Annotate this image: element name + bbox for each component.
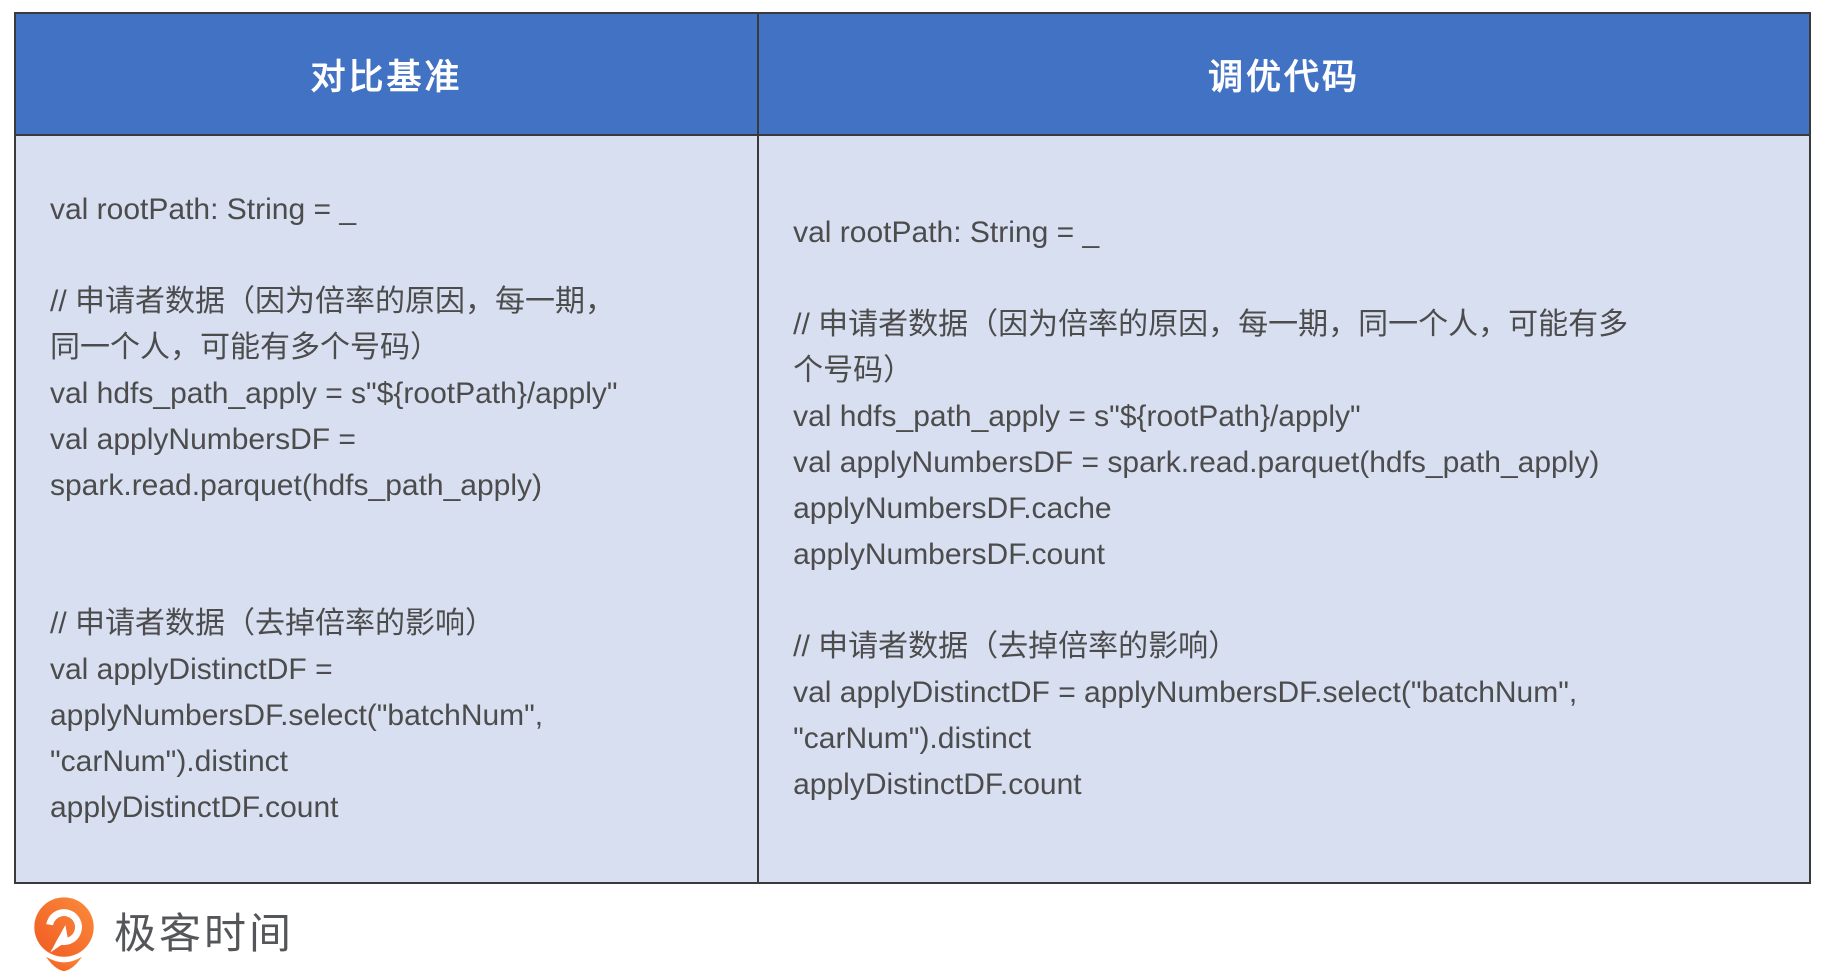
table-header-row: 对比基准 调优代码 (13, 12, 1811, 136)
table-body-row: val rootPath: String = _ // 申请者数据（因为倍率的原… (13, 134, 1811, 884)
geektime-logo-icon (28, 896, 100, 972)
tuned-code-cell: val rootPath: String = _ // 申请者数据（因为倍率的原… (757, 134, 1811, 884)
brand-name: 极客时间 (114, 910, 295, 957)
brand-footer: 极客时间 (28, 896, 294, 972)
code-comparison-table: 对比基准 调优代码 val rootPath: String = _ // 申请… (13, 12, 1811, 884)
baseline-code-block: val rootPath: String = _ // 申请者数据（因为倍率的原… (50, 193, 618, 824)
column-header-baseline: 对比基准 (13, 12, 760, 136)
column-header-tuned: 调优代码 (757, 12, 1811, 136)
baseline-code-cell: val rootPath: String = _ // 申请者数据（因为倍率的原… (13, 134, 760, 884)
tuned-code-block: val rootPath: String = _ // 申请者数据（因为倍率的原… (793, 216, 1629, 801)
